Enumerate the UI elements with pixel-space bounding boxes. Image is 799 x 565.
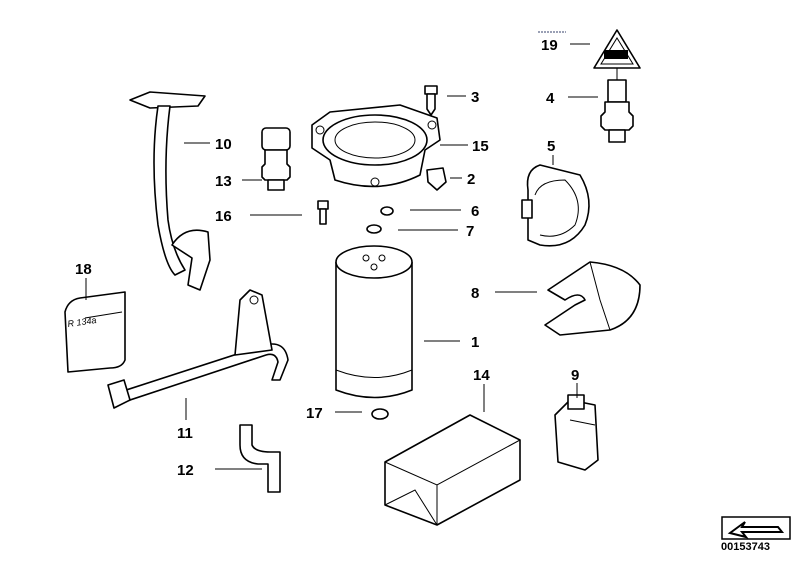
callout-2: 2 [467, 171, 475, 188]
callout-4: 4 [546, 90, 555, 107]
part-5-clamp[interactable] [521, 164, 590, 247]
part-9-sensor[interactable] [554, 394, 599, 471]
callout-12: 12 [177, 462, 194, 479]
part-7-oring[interactable] [366, 224, 382, 234]
arrow-icon-box [721, 516, 791, 540]
callout-13: 13 [215, 173, 232, 190]
callout-10: 10 [215, 136, 232, 153]
label-card-text: R 134a [67, 315, 97, 329]
part-6-oring[interactable] [380, 206, 394, 216]
document-number: 00153743 [721, 541, 770, 553]
part-17-oring[interactable] [371, 408, 389, 420]
callout-6: 6 [471, 203, 479, 220]
callout-16: 16 [215, 208, 232, 225]
part-4-pressure-switch[interactable] [600, 68, 634, 143]
callout-3: 3 [471, 89, 479, 106]
part-3-screw[interactable] [424, 85, 438, 116]
callout-14: 14 [473, 367, 490, 384]
part-16-bolt[interactable] [317, 200, 329, 225]
part-18-label-card[interactable] [64, 291, 126, 373]
callout-1: 1 [471, 334, 479, 351]
part-14-bag[interactable] [384, 414, 521, 526]
callout-9: 9 [571, 367, 579, 384]
callout-11: 11 [177, 425, 193, 442]
part-12-elbow-pipe[interactable] [239, 424, 281, 493]
part-13-valve[interactable] [261, 127, 291, 191]
callout-18: 18 [75, 261, 92, 278]
leader-lines [85, 31, 598, 470]
callout-19: 19 [541, 37, 558, 54]
part-2-nut[interactable] [426, 167, 447, 191]
part-8-bracket[interactable] [544, 261, 641, 336]
callout-7: 7 [466, 223, 474, 240]
part-10-pipe[interactable] [129, 91, 211, 291]
part-1-receiver-drier[interactable] [335, 245, 413, 399]
callout-5: 5 [547, 138, 555, 155]
part-15-mounting-bracket[interactable] [311, 104, 441, 188]
part-11-pipe[interactable] [107, 289, 289, 409]
callout-17: 17 [306, 405, 323, 422]
part-19-warning-label[interactable] [593, 29, 641, 69]
callout-8: 8 [471, 285, 479, 302]
callout-15: 15 [472, 138, 489, 155]
